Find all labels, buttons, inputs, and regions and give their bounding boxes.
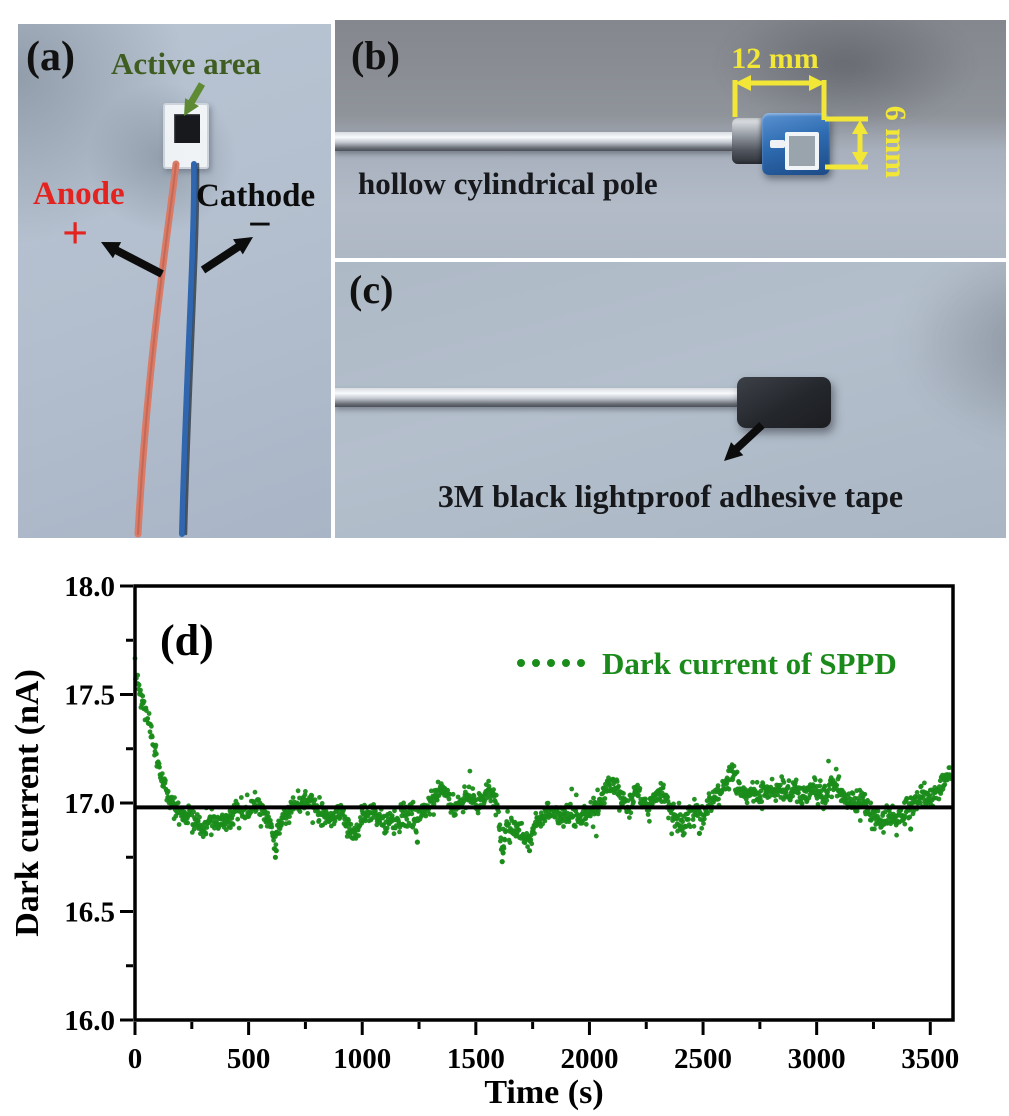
svg-text:18.0: 18.0 <box>64 571 115 603</box>
dim-label-12mm: 12 mm <box>731 42 818 75</box>
svg-text:3000: 3000 <box>788 1043 846 1075</box>
svg-text:1000: 1000 <box>333 1043 391 1075</box>
plot-frame <box>133 584 955 1022</box>
sppd-device <box>762 113 830 175</box>
active-area-label: Active area <box>111 46 262 81</box>
scatter-series <box>132 656 954 865</box>
anode-wire <box>134 160 180 538</box>
x-axis-title: Time (s) <box>484 1074 603 1111</box>
dark-current-chart: 0 500 1000 1500 2000 2500 3000 3500 16.0 16.5 17.0… <box>9 571 959 1111</box>
anode-wire-shade <box>137 163 177 535</box>
black-tape-cap <box>737 377 831 428</box>
anode-label: Anode <box>33 176 125 212</box>
svg-text:2500: 2500 <box>674 1043 732 1075</box>
svg-text:2000: 2000 <box>560 1043 618 1075</box>
svg-text:1500: 1500 <box>447 1043 505 1075</box>
dim-arrowhead-up <box>852 120 868 134</box>
dim-arrowhead-left <box>735 75 751 91</box>
panel-c-caption: 3M black lightproof adhesive tape <box>437 478 904 514</box>
cathode-wire <box>179 161 198 537</box>
svg-text:17.5: 17.5 <box>64 680 115 712</box>
active-area-arrow-icon <box>184 82 206 116</box>
active-area-square <box>174 114 200 143</box>
pole-with-tape <box>335 388 739 407</box>
device-shadow <box>715 20 975 130</box>
cathode-label: Cathode <box>196 178 316 214</box>
cathode-arrow-icon <box>200 237 253 274</box>
panel-c-annotations <box>724 422 765 461</box>
axis-ticks <box>120 584 932 1035</box>
dim-label-6mm: 6 mm <box>879 106 912 178</box>
svg-text:16.5: 16.5 <box>64 897 115 929</box>
panel-b-photo: (b) hollow cylindrical pole 12 mm 6 mm <box>335 20 1006 258</box>
anode-plus-symbol: + <box>62 207 89 258</box>
legend-marker-dots-icon <box>517 659 585 667</box>
legend-label: Dark current of SPPD <box>602 646 897 681</box>
panel-c-photo: (c) 3M black lightproof adhesive tape <box>335 262 1006 538</box>
svg-text:3500: 3500 <box>901 1043 959 1075</box>
active-window <box>785 132 819 170</box>
y-axis-title: Dark current (nA) <box>9 669 46 937</box>
svg-text:500: 500 <box>227 1043 271 1075</box>
panel-a-annotations <box>101 82 253 538</box>
panel-d-label: (d) <box>160 616 214 665</box>
panel-a-label: (a) <box>26 34 75 80</box>
svg-text:16.0: 16.0 <box>64 1005 115 1037</box>
tape-arrow-icon <box>724 422 765 461</box>
cathode-wire-shade <box>184 162 200 536</box>
axis-tick-labels: 0 500 1000 1500 2000 2500 3000 3500 16.0 16.5 17.0… <box>64 571 959 1075</box>
dimension-annotations: 12 mm 6 mm <box>731 42 912 178</box>
panel-a-photo: (a) Active area <box>18 24 331 538</box>
panel-b-label: (b) <box>351 33 400 78</box>
panel-b-caption: hollow cylindrical pole <box>358 166 658 201</box>
dim-arrowhead-down <box>852 152 868 166</box>
anode-arrow-icon <box>101 242 164 278</box>
cathode-minus-symbol: − <box>248 202 272 248</box>
panel-c-label: (c) <box>349 267 394 312</box>
photodetector-package <box>163 103 209 169</box>
legend: Dark current of SPPD <box>517 646 897 681</box>
svg-text:0: 0 <box>128 1043 143 1075</box>
electrode-trace <box>770 140 785 148</box>
hollow-cylindrical-pole <box>335 132 734 151</box>
dim-arrowhead-right <box>809 75 825 91</box>
pole-tip-ferrule <box>732 118 764 164</box>
svg-text:17.0: 17.0 <box>64 788 115 820</box>
